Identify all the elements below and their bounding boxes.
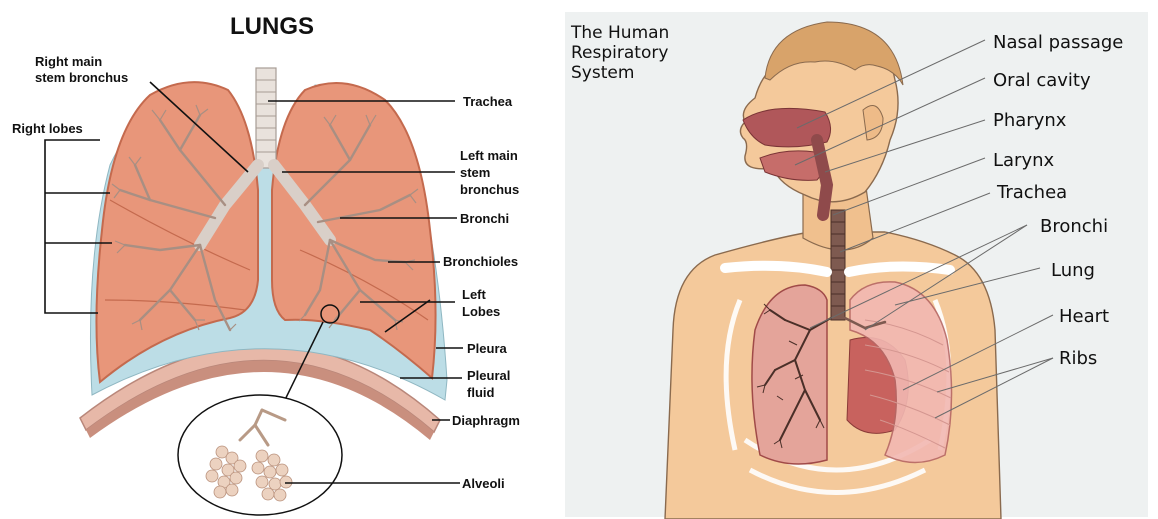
label-oral-cavity: Oral cavity — [993, 70, 1091, 91]
label-pleural-fluid-1: Pleural — [467, 368, 510, 383]
label-trachea: Trachea — [463, 94, 513, 109]
label-left-main-stem-bronchus-2: stem — [460, 165, 490, 180]
lungs-diagram: LUNGS — [0, 0, 565, 519]
trachea-shape — [831, 210, 845, 320]
label-right-main-stem-bronchus-2: stem bronchus — [35, 70, 128, 85]
trachea — [256, 68, 276, 168]
label-pharynx: Pharynx — [993, 110, 1067, 131]
label-right-lobes: Right lobes — [12, 121, 83, 136]
label-pleural-fluid-2: fluid — [467, 385, 494, 400]
label-bronchioles: Bronchioles — [443, 254, 518, 269]
label-diaphragm: Diaphragm — [452, 413, 520, 428]
label-left-main-stem-bronchus-3: bronchus — [460, 182, 519, 197]
label-left-main-stem-bronchus-1: Left main — [460, 148, 518, 163]
label-bronchi: Bronchi — [460, 211, 509, 226]
label-alveoli: Alveoli — [462, 476, 505, 491]
label-bronchi-right: Bronchi — [1040, 216, 1108, 237]
respiratory-title-3: System — [571, 63, 634, 83]
label-left-lobes-1: Left — [462, 287, 487, 302]
respiratory-title-1: The Human — [570, 23, 669, 43]
right-lung-shape — [752, 285, 827, 464]
label-heart: Heart — [1059, 306, 1109, 327]
label-larynx: Larynx — [993, 150, 1055, 171]
respiratory-system-diagram: The Human Respiratory System — [565, 0, 1158, 519]
lungs-title: LUNGS — [230, 13, 314, 40]
label-right-main-stem-bronchus-1: Right main — [35, 54, 102, 69]
label-lung: Lung — [1051, 260, 1095, 281]
label-trachea-right: Trachea — [996, 182, 1067, 203]
lungs-illustration: LUNGS — [0, 0, 565, 519]
respiratory-title-2: Respiratory — [571, 43, 668, 63]
label-nasal-passage: Nasal passage — [993, 32, 1123, 53]
label-left-lobes-2: Lobes — [462, 304, 500, 319]
respiratory-illustration: The Human Respiratory System — [565, 0, 1158, 519]
label-pleura: Pleura — [467, 341, 508, 356]
label-ribs: Ribs — [1059, 348, 1097, 369]
